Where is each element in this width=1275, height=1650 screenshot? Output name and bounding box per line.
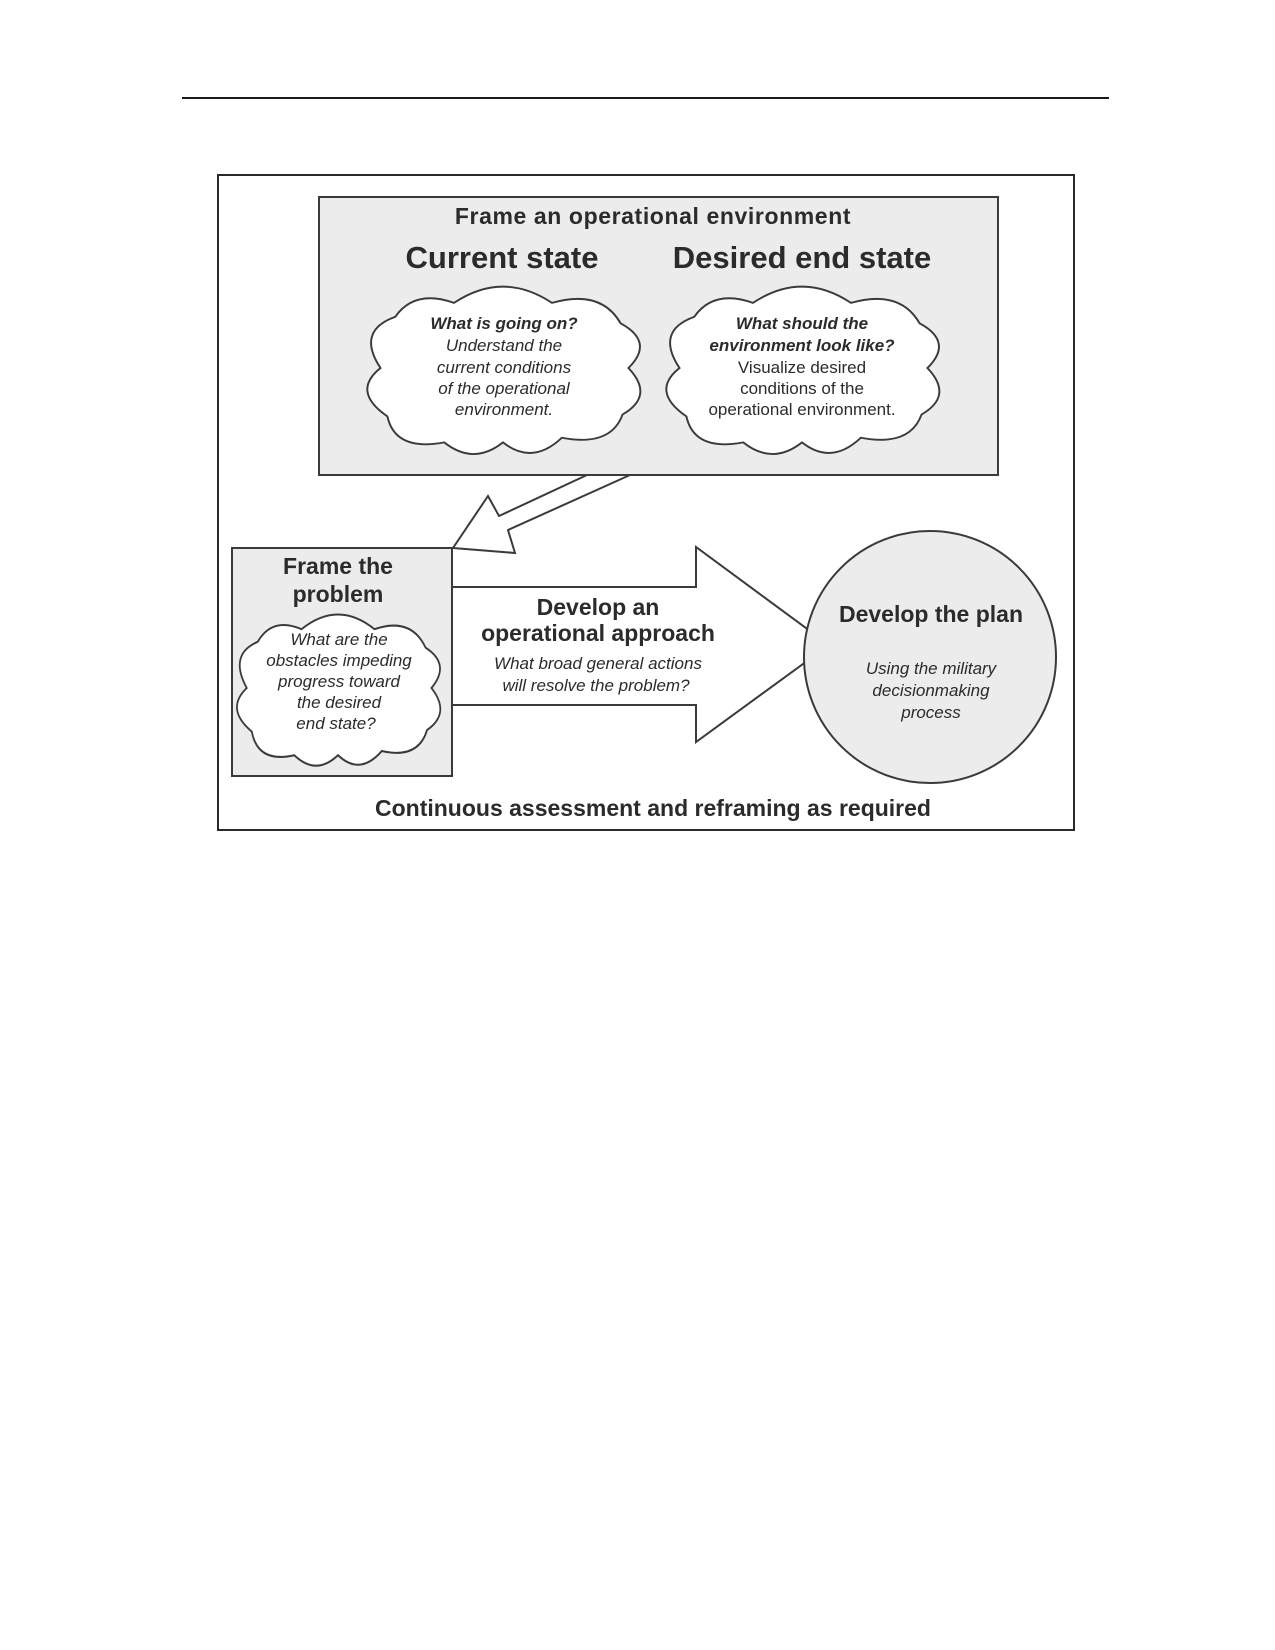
plan-subtitle-line-1: Using the military — [866, 659, 998, 678]
frame-problem-title-line-1: Frame the — [283, 553, 393, 579]
plan-circle — [803, 530, 1057, 784]
current-state-question: What is going on? — [430, 314, 578, 333]
current-state-body-line-2: current conditions — [437, 358, 572, 377]
desired-state-question-line-1: What should the — [736, 314, 868, 333]
desired-state-body-line-3: operational environment. — [708, 400, 895, 419]
frame-problem-question-line-1: What are the — [290, 630, 387, 649]
operational-approach-arrow — [451, 545, 831, 744]
operational-approach-question-line-2: will resolve the problem? — [502, 676, 690, 695]
operational-approach-title-line-2: operational approach — [481, 620, 715, 646]
frame-problem-question-line-5: end state? — [296, 714, 376, 733]
operational-approach-title-line-1: Develop an — [537, 594, 660, 620]
desired-state-body-line-1: Visualize desired — [738, 358, 866, 377]
current-state-body-line-3: of the operational — [438, 379, 571, 398]
footer-caption: Continuous assessment and reframing as r… — [375, 795, 931, 821]
operational-approach-question-line-1: What broad general actions — [494, 654, 702, 673]
desired-state-heading: Desired end state — [673, 240, 931, 275]
frame-problem-title-line-2: problem — [293, 581, 384, 607]
frame-problem-question-line-3: progress toward — [277, 672, 400, 691]
desired-state-body-line-2: conditions of the — [740, 379, 864, 398]
header-rule — [182, 97, 1109, 99]
plan-title: Develop the plan — [839, 601, 1023, 627]
plan-subtitle-line-2: decisionmaking — [872, 681, 990, 700]
plan-subtitle-line-3: process — [900, 703, 961, 722]
frame-problem-question-line-4: the desired — [297, 693, 382, 712]
frame-problem-question-line-2: obstacles impeding — [266, 651, 412, 670]
desired-state-question-line-2: environment look like? — [709, 336, 895, 355]
current-state-body-line-1: Understand the — [446, 336, 562, 355]
diagonal-arrow — [451, 474, 631, 555]
current-state-heading: Current state — [406, 240, 599, 275]
current-state-body-line-4: environment. — [455, 400, 553, 419]
frame-environment-title: Frame an operational environment — [455, 203, 851, 229]
